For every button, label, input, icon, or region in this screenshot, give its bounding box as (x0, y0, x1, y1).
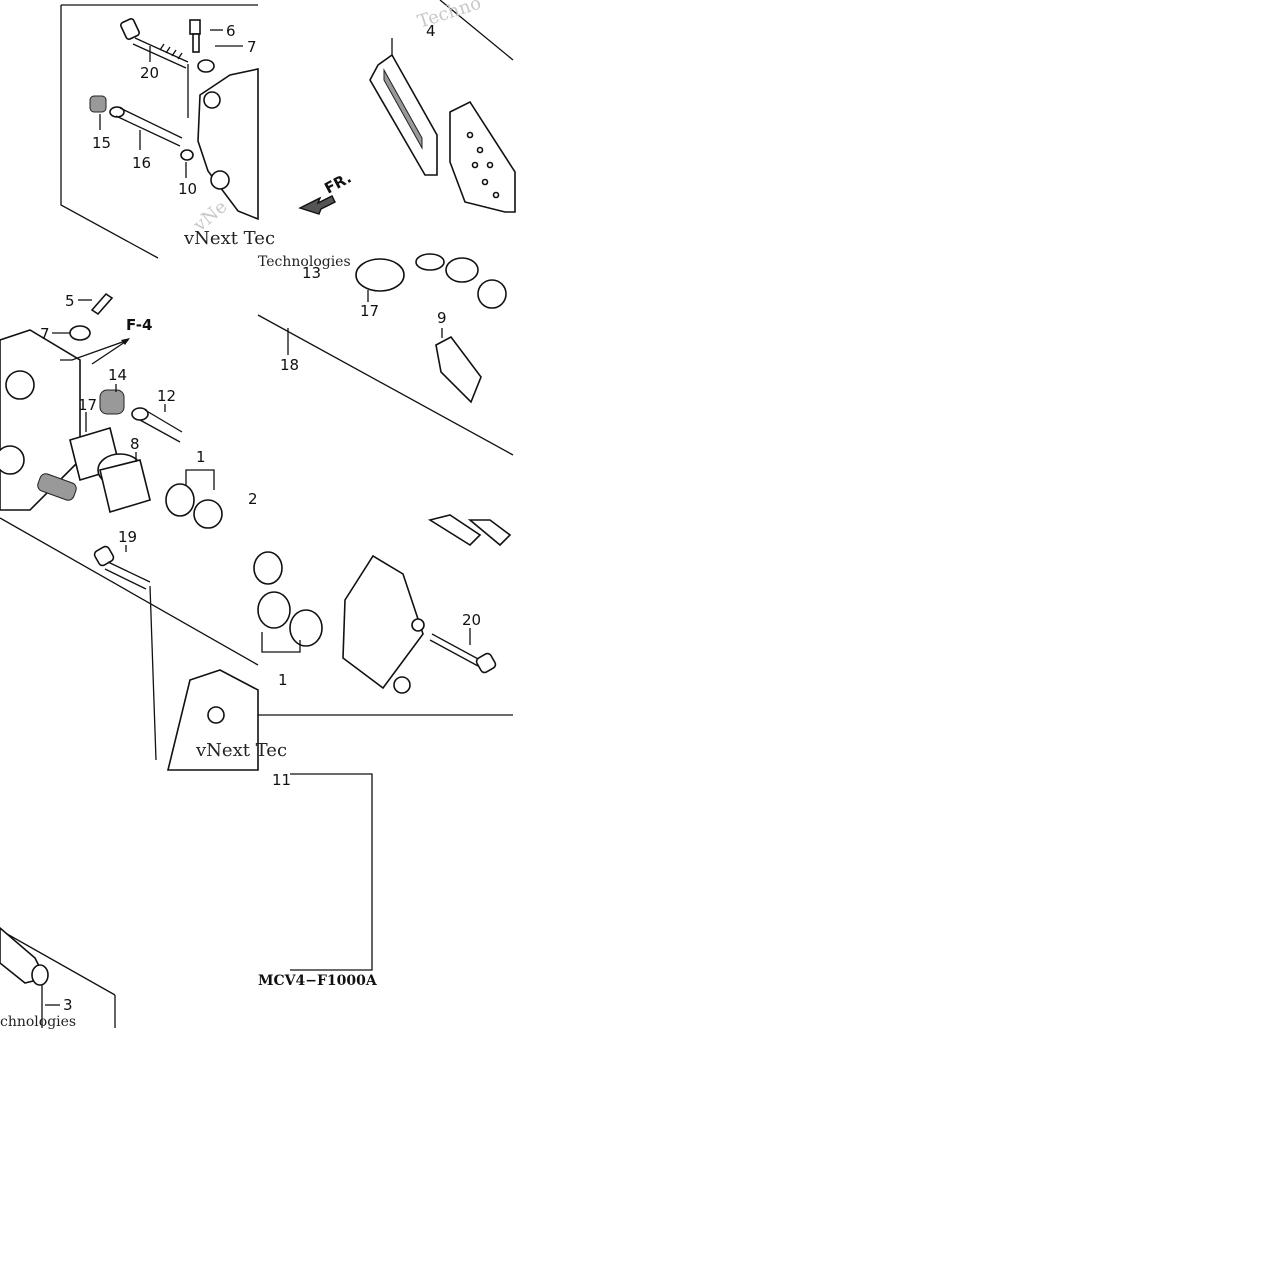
piston-part (355, 258, 405, 292)
callout-labels: 20 6 7 15 16 10 4 5 7 14 12 17 8 1 2 13 … (40, 22, 481, 1014)
callout-label: 14 (108, 366, 127, 384)
tile-brake-pads (298, 0, 516, 215)
washer-part (180, 149, 194, 161)
callout-label: 17 (360, 302, 379, 320)
callout-label: 7 (40, 325, 50, 343)
callout-label: 4 (426, 22, 436, 40)
bleeder-cap-part (69, 325, 91, 341)
bleeder-part (37, 473, 77, 501)
callout-label: 3 (63, 996, 73, 1014)
tile-caliper-half (253, 514, 513, 716)
brake-pad-part (369, 53, 516, 213)
callout-label: 20 (140, 64, 159, 82)
callout-label: 2 (248, 490, 258, 508)
bushing-part (99, 389, 125, 415)
callout-label: 18 (280, 356, 299, 374)
callout-label: 6 (226, 22, 236, 40)
caliper-half (342, 554, 424, 690)
callout-label: 10 (178, 180, 197, 198)
callout-label: 12 (157, 387, 176, 405)
bolt-part (120, 18, 189, 69)
bushing-part (89, 95, 107, 113)
seal-part (253, 551, 323, 647)
front-direction-label: FR. (321, 169, 354, 198)
reference-arrow-label: F-4 (126, 316, 152, 334)
tile-caliper-top (60, 4, 259, 259)
bolt-part (429, 633, 497, 674)
front-direction-arrow (298, 195, 336, 215)
callout-label: 1 (196, 448, 206, 466)
watermark-text: Technologies (258, 254, 351, 270)
piston-part (69, 426, 151, 514)
callout-label: 19 (118, 528, 137, 546)
bleeder-cap-part (197, 59, 215, 73)
seal-part (165, 483, 223, 529)
slide-pin-part (109, 106, 183, 147)
tile-pistons-shim (257, 253, 514, 456)
callout-label: 13 (302, 264, 321, 282)
callout-label: 7 (247, 38, 257, 56)
watermark-text: chnologies (0, 1014, 76, 1030)
pad-spring-part (435, 335, 482, 404)
callout-label: 5 (65, 292, 75, 310)
watermark: vNext Tec Technologies Techno vNe vNext … (0, 0, 484, 1030)
diagram-code: MCV4−F1000A (258, 973, 378, 989)
callout-label: 16 (132, 154, 151, 172)
tile-bottom-frame (0, 773, 373, 1028)
reference-arrow-icon (91, 338, 130, 365)
callout-label: 9 (437, 309, 447, 327)
bleeder-valve-part (90, 292, 114, 316)
callout-label: 11 (272, 771, 291, 789)
callout-label: 20 (462, 611, 481, 629)
watermark-text: vNext Tec (183, 228, 275, 249)
bleeder-valve-part (189, 19, 201, 53)
tile-caliper-exploded (0, 292, 223, 529)
callout-label: 17 (78, 396, 97, 414)
tile-bracket (0, 517, 259, 771)
callout-label: 1 (278, 671, 288, 689)
callout-label: 8 (130, 435, 140, 453)
slide-pin-part (131, 407, 183, 443)
callout-label: 15 (92, 134, 111, 152)
watermark-text: vNext Tec (195, 740, 287, 761)
bolt-part (93, 545, 151, 590)
caliper-body (197, 68, 259, 221)
